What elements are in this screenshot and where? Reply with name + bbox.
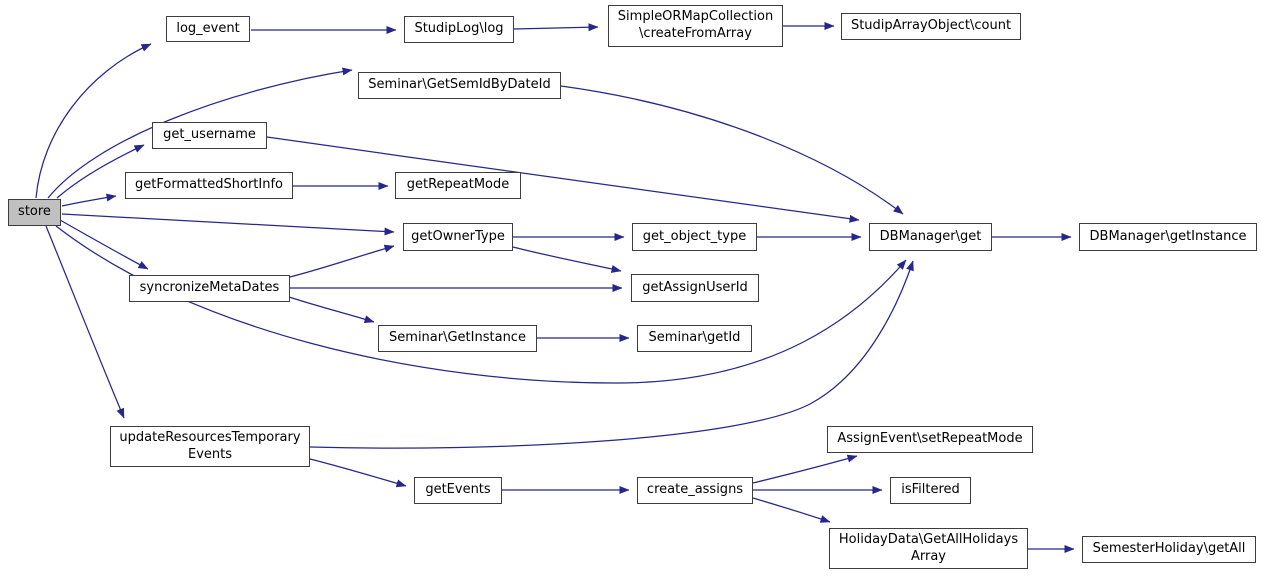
graph-node-getformattedshortinfo[interactable]: getFormattedShortInfo [125, 172, 293, 199]
graph-node-label: updateResourcesTemporary Events [119, 429, 301, 462]
graph-node-assignevent-setrepeatmode[interactable]: AssignEvent\setRepeatMode [827, 426, 1033, 453]
graph-node-studiparrayobject-count[interactable]: StudipArrayObject\count [841, 13, 1021, 40]
graph-node-label: getFormattedShortInfo [135, 177, 283, 193]
graph-node-label: log_event [176, 20, 240, 36]
edge-updateresourcestemporaryevents-to-dbmanager-get [309, 260, 914, 449]
graph-node-getassignuserid[interactable]: getAssignUserId [631, 274, 759, 302]
graph-node-updateresourcestemporaryevents[interactable]: updateResourcesTemporary Events [110, 426, 310, 467]
graph-node-label: store [18, 204, 51, 220]
graph-node-label: DBManager\getInstance [1089, 228, 1247, 244]
graph-node-seminar-getsemidbydateid[interactable]: Seminar\GetSemIdByDateId [358, 72, 561, 99]
graph-node-label: Seminar\GetSemIdByDateId [368, 77, 551, 93]
edge-get_username-to-dbmanager-get [266, 136, 860, 223]
graph-node-label: AssignEvent\setRepeatMode [837, 431, 1023, 447]
graph-node-label: getOwnerType [411, 228, 505, 244]
graph-node-label: getEvents [425, 482, 491, 498]
graph-node-semesterholiday-getall[interactable]: SemesterHoliday\getAll [1082, 536, 1256, 563]
edge-seminar-getsemidbydateid-to-dbmanager-get [560, 85, 904, 215]
edge-store-to-getownertype [61, 213, 395, 236]
edge-store-to-seminar-getsemidbydateid [47, 67, 353, 199]
graph-node-label: DBManager\get [879, 228, 982, 244]
graph-node-store: store [8, 199, 61, 226]
graph-node-isfiltered[interactable]: isFiltered [890, 477, 971, 504]
graph-node-label: HolidayData\GetAllHolidays Array [838, 531, 1019, 564]
graph-node-create_assigns[interactable]: create_assigns [637, 477, 753, 504]
edge-create_assigns-to-assignevent-setrepeatmode [752, 454, 858, 484]
edge-store-to-getformattedshortinfo [61, 193, 117, 207]
graph-node-simpleormapcollection-createfromarray[interactable]: SimpleORMapCollection \createFromArray [608, 5, 783, 47]
edge-store-to-log_event [35, 43, 152, 199]
edge-updateresourcestemporaryevents-to-getevents [309, 458, 407, 488]
graph-node-log_event[interactable]: log_event [166, 16, 250, 42]
edge-syncronizemetadates-to-getownertype [289, 244, 395, 278]
graph-node-label: SimpleORMapCollection \createFromArray [617, 9, 774, 41]
graph-node-seminar-getinstance[interactable]: Seminar\GetInstance [378, 325, 537, 352]
edge-store-to-syncronizemetadates [59, 219, 149, 270]
edge-syncronizemetadates-to-seminar-getinstance [288, 296, 375, 324]
graph-node-syncronizemetadates[interactable]: syncronizeMetaDates [129, 275, 290, 302]
graph-node-label: getRepeatMode [406, 177, 510, 193]
graph-node-holidaydata-getallholidaysarray[interactable]: HolidayData\GetAllHolidays Array [829, 528, 1028, 569]
graph-node-label: StudipArrayObject\count [850, 18, 1012, 34]
graph-node-getrepeatmode[interactable]: getRepeatMode [395, 172, 521, 199]
edge-getownertype-to-getassignuserid [512, 246, 622, 273]
graph-node-dbmanager-getinstance[interactable]: DBManager\getInstance [1079, 223, 1257, 251]
graph-node-label: StudipLog\log [414, 21, 504, 37]
graph-node-label: get_username [163, 127, 256, 143]
graph-node-seminar-getid[interactable]: Seminar\getId [637, 325, 752, 352]
graph-node-getevents[interactable]: getEvents [414, 477, 502, 504]
graph-node-get_username[interactable]: get_username [152, 122, 267, 149]
graph-node-label: isFiltered [901, 482, 960, 498]
edge-create_assigns-to-holidaydata-getallholidaysarray [752, 497, 831, 523]
graph-node-getownertype[interactable]: getOwnerType [403, 223, 513, 251]
graph-node-label: syncronizeMetaDates [139, 280, 280, 296]
graph-node-get_object_type[interactable]: get_object_type [632, 223, 757, 251]
graph-node-dbmanager-get[interactable]: DBManager\get [869, 223, 992, 251]
graph-node-label: get_object_type [642, 228, 747, 244]
graph-node-label: Seminar\getId [648, 330, 741, 346]
edge-studiplog-log-to-simpleormapcollection-createfromarray [513, 23, 599, 32]
graph-node-label: getAssignUserId [642, 279, 748, 295]
graph-node-studiplog-log[interactable]: StudipLog\log [404, 16, 514, 43]
graph-node-label: create_assigns [646, 482, 744, 498]
edge-store-to-updateresourcestemporaryevents [45, 225, 125, 419]
edges-group [35, 22, 1075, 553]
graph-node-label: Seminar\GetInstance [389, 330, 526, 346]
graph-node-label: SemesterHoliday\getAll [1092, 541, 1246, 557]
edge-store-to-get_username [56, 144, 145, 199]
